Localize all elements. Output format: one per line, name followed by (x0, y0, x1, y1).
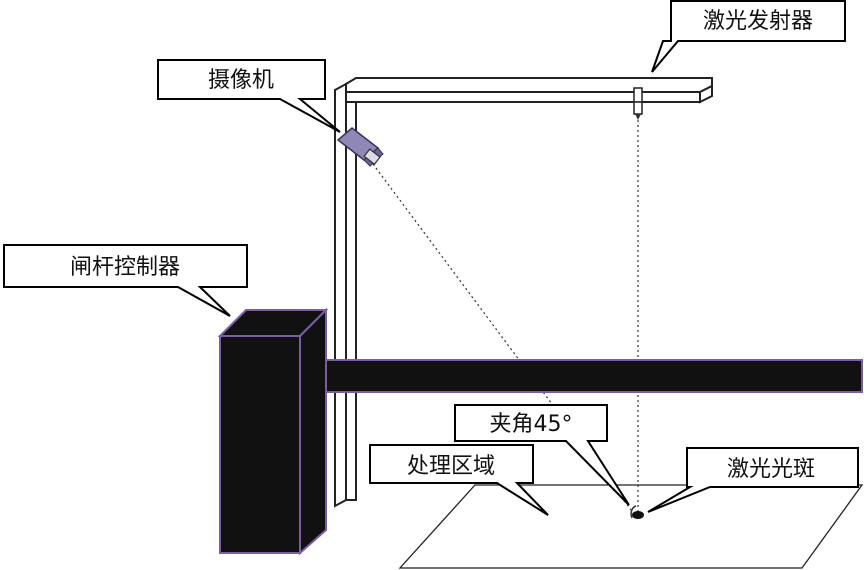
callout-processing-area: 处理区域 (369, 444, 549, 516)
gantry-arm (345, 77, 713, 104)
gate-barrier-arm (319, 359, 863, 393)
gate-controller-cabinet (217, 307, 329, 556)
callout-gate-controller: 闸杆控制器 (3, 244, 248, 317)
processing-area-plane (398, 484, 864, 569)
angle-arc (630, 505, 637, 519)
label-camera: 摄像机 (208, 68, 274, 93)
laser-spot (632, 511, 644, 519)
callout-camera: 摄像机 (157, 59, 341, 133)
label-angle: 夹角45° (490, 412, 573, 437)
laser-emitter-device (633, 87, 643, 120)
label-processing-area: 处理区域 (407, 454, 495, 479)
label-laser-emitter: 激光发射器 (703, 9, 813, 34)
callout-laser-spot: 激光光斑 (647, 447, 859, 513)
callout-angle: 夹角45° (454, 404, 630, 506)
label-gate-controller: 闸杆控制器 (70, 255, 180, 280)
callout-laser-emitter: 激光发射器 (651, 0, 846, 73)
camera-device (336, 127, 384, 167)
label-laser-spot: 激光光斑 (727, 457, 815, 482)
